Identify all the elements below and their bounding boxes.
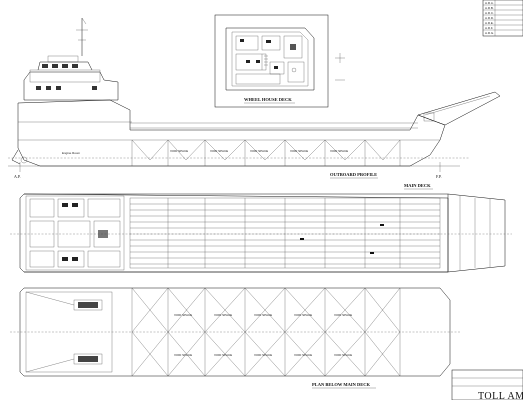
title-block: TOLL AM... [451, 369, 523, 400]
forward-perpendicular-label: F.P. [436, 174, 442, 179]
void-space-label: VOID SPACE [294, 313, 312, 317]
void-space-label: VOID SPACE [334, 353, 352, 357]
void-space-label: VOID SPACE [254, 313, 272, 317]
company-name: TOLL AM... [478, 391, 523, 400]
revision-row: A.R.A. [485, 1, 494, 5]
wheelhouse-title: WHEEL HOUSE DECK [244, 97, 292, 102]
revision-row: A.R.E. [485, 21, 494, 25]
cargo-deck-grating [129, 197, 441, 269]
outboard-profile-title: OUTBOARD PROFILE [330, 172, 377, 177]
void-space-label: VOID SPACE [174, 313, 192, 317]
plan-below-main-deck-view: VOID SPACE VOID SPACE VOID SPACE VOID SP… [10, 287, 460, 389]
profile-void-spaces: VOID SPACE VOID SPACE VOID SPACE VOID SP… [131, 139, 401, 166]
engine-room-label: Engine Room [62, 151, 81, 155]
void-space-label: VOID SPACE [254, 353, 272, 357]
void-space-label: VOID SPACE [294, 353, 312, 357]
plan-below-title: PLAN BELOW MAIN DECK [312, 382, 371, 387]
revision-row: A.R.C. [485, 11, 494, 15]
outboard-profile-view: VOID SPACE VOID SPACE VOID SPACE VOID SP… [8, 17, 501, 179]
aft-perpendicular-label: A.P. [14, 174, 21, 179]
void-space-label: VOID SPACE [210, 149, 228, 153]
revision-row: A.R.G. [485, 31, 494, 35]
void-space-label: VOID SPACE [250, 149, 268, 153]
wheelhouse-windows [36, 64, 97, 90]
revision-row: A.R.D. [485, 16, 494, 20]
engine-starboard [73, 353, 103, 365]
wheelhouse-deck-view: WHEEL HOUSE DECK [214, 14, 329, 108]
main-deck-title: MAIN DECK [404, 183, 431, 188]
void-space-label: VOID SPACE [334, 313, 352, 317]
void-space-grid: VOID SPACE VOID SPACE VOID SPACE VOID SP… [131, 287, 401, 377]
revision-row: A.R.F. [485, 26, 493, 30]
engine-port [73, 299, 103, 311]
void-space-label: VOID SPACE [214, 353, 232, 357]
void-space-label: VOID SPACE [330, 149, 348, 153]
void-space-label: VOID SPACE [214, 313, 232, 317]
void-space-label: VOID SPACE [290, 149, 308, 153]
revision-row: A.R.B. [485, 6, 494, 10]
void-space-label: VOID SPACE [174, 353, 192, 357]
main-deck-view: MAIN DECK [10, 183, 512, 273]
centreline-symbol [335, 53, 345, 81]
void-space-label: VOID SPACE [170, 149, 188, 153]
revision-table: A.R.A. A.R.B. A.R.C. A.R.D. A.R.E. A.R.F… [482, 0, 523, 37]
